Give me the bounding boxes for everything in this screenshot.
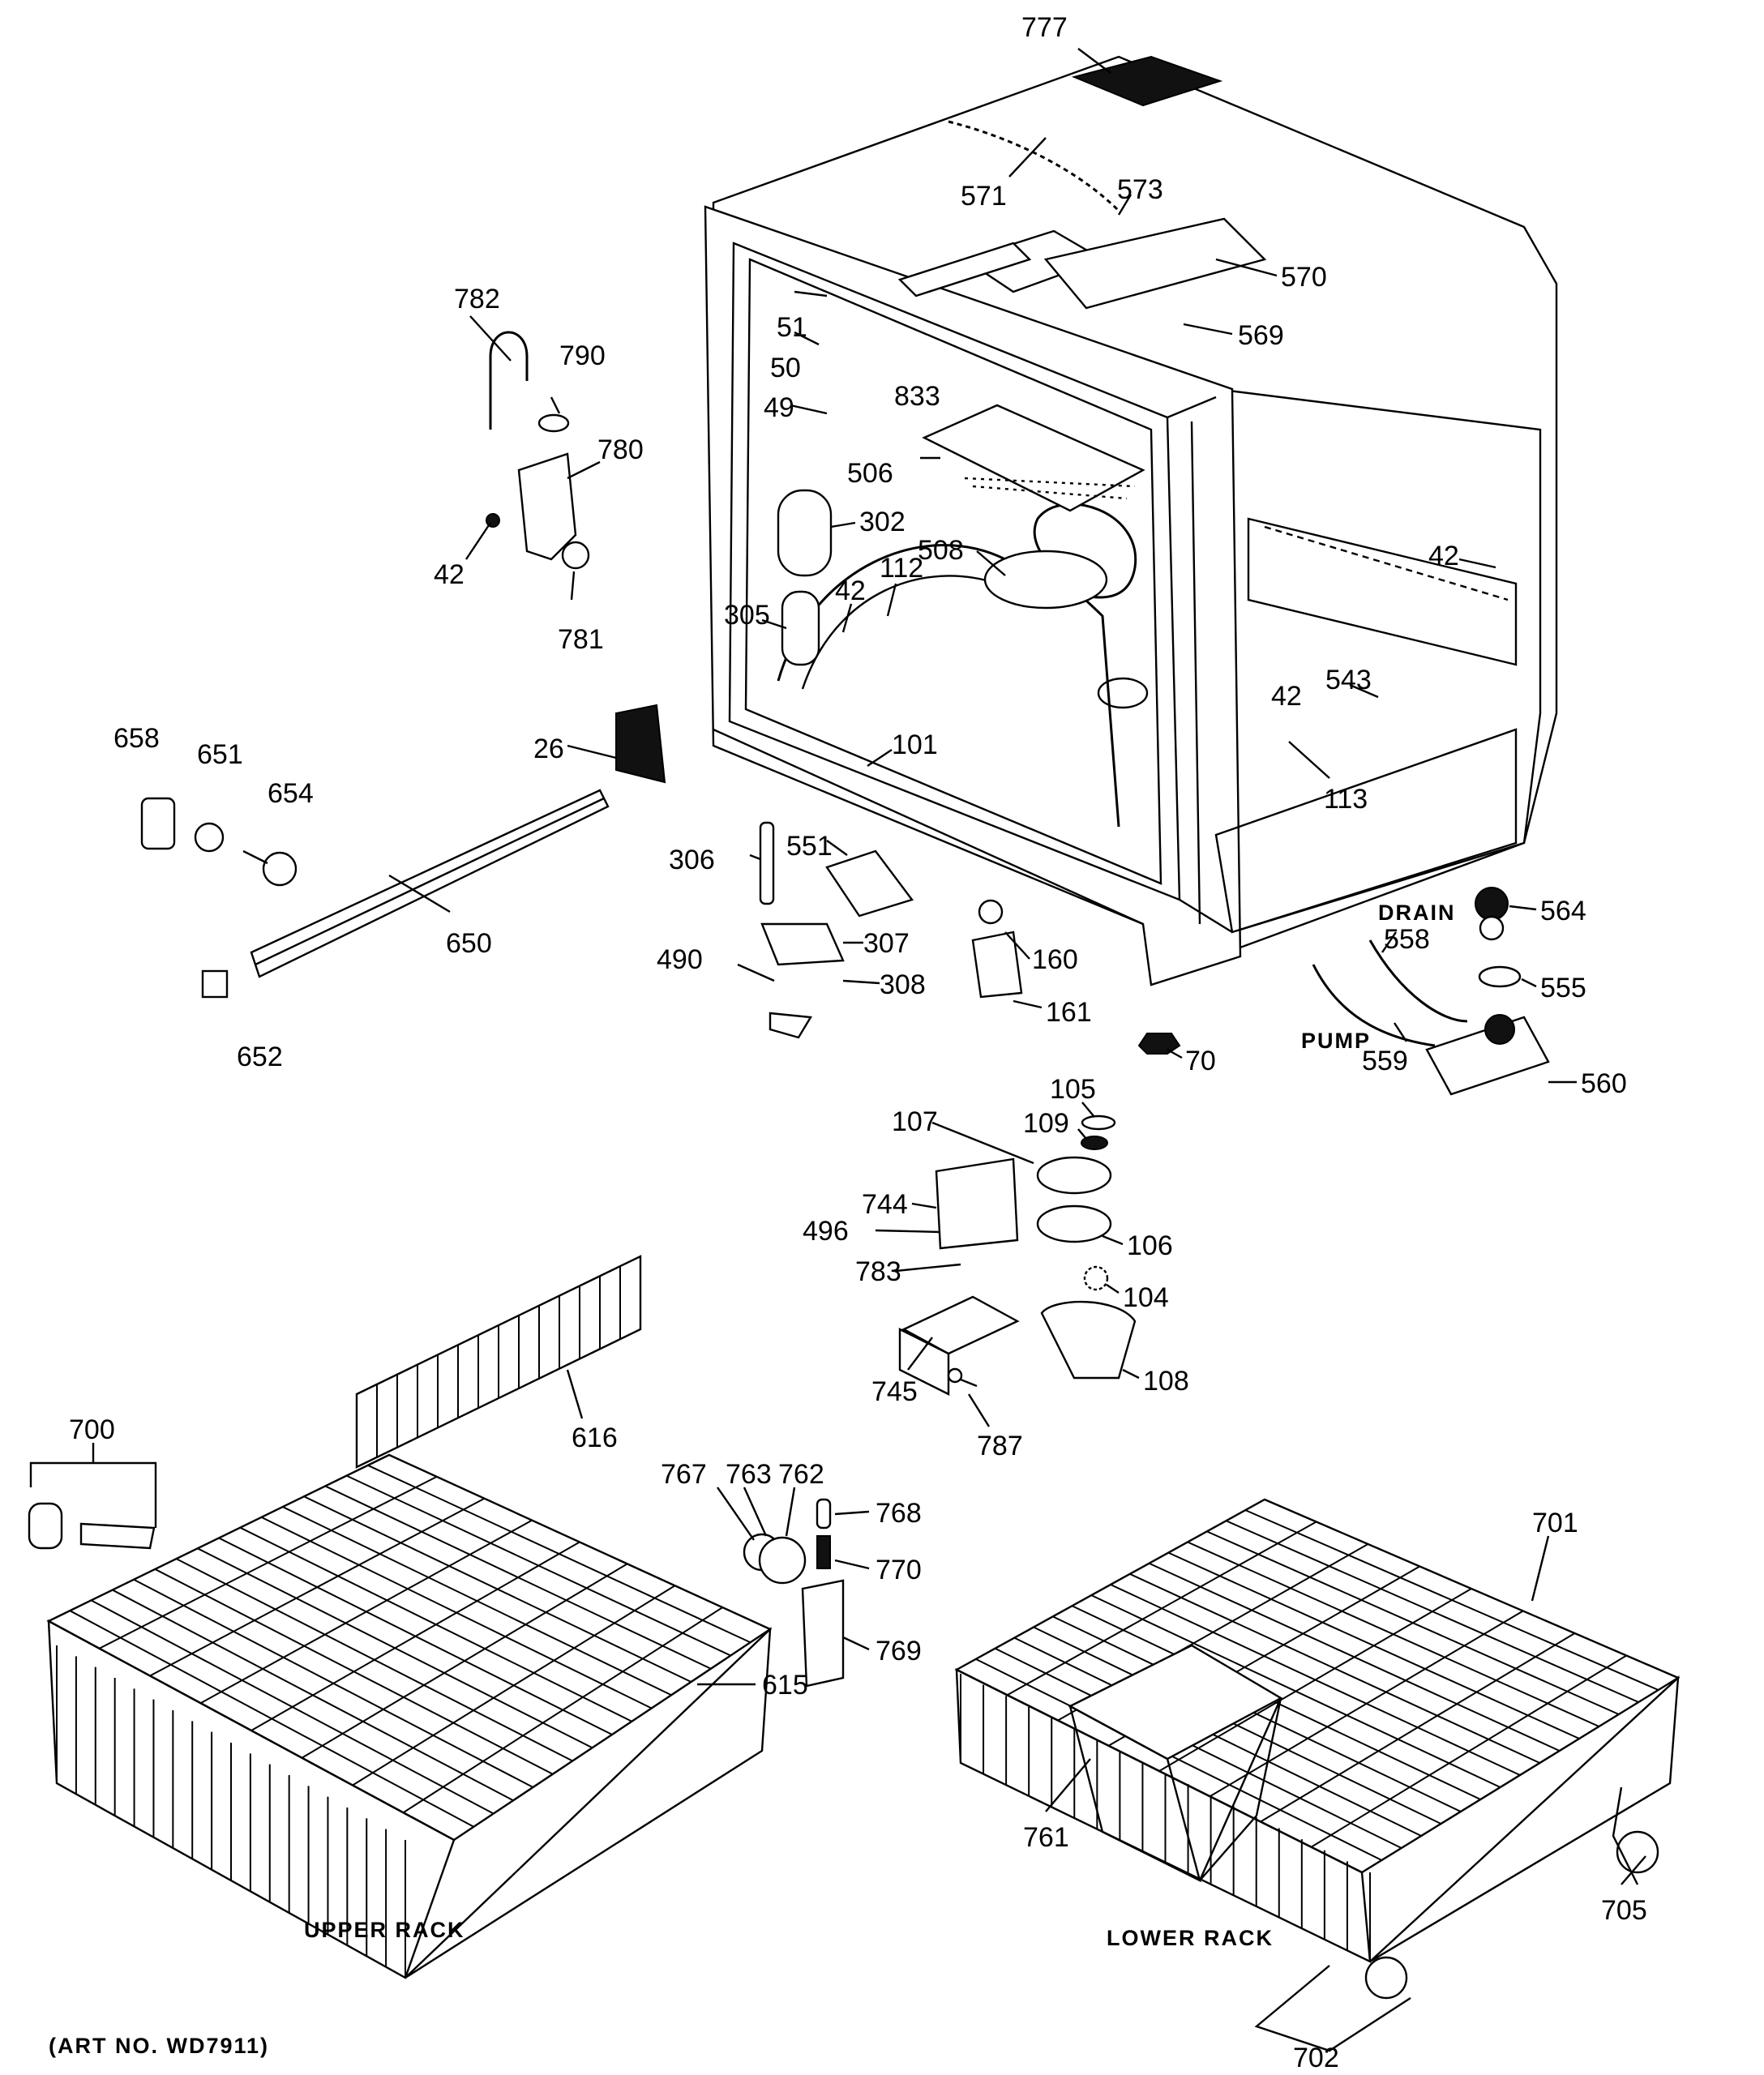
label-615: 615 (762, 1670, 808, 1701)
label-306: 306 (669, 845, 715, 875)
label-558: 558 (1384, 924, 1430, 955)
rack-wire (200, 1519, 533, 1705)
label-787: 787 (977, 1431, 1023, 1461)
label-767: 767 (661, 1459, 707, 1490)
label-700: 700 (69, 1414, 115, 1445)
label-42-a: 42 (434, 559, 465, 590)
label-702: 702 (1293, 2043, 1339, 2073)
label-508: 508 (918, 535, 964, 566)
label-50: 50 (770, 353, 801, 383)
label-107: 107 (892, 1106, 938, 1137)
upper-rack-615 (46, 1453, 773, 1979)
rack-wire (352, 1585, 676, 1786)
label-652: 652 (237, 1042, 283, 1072)
tub-assembly (704, 55, 1558, 986)
label-780: 780 (597, 434, 644, 465)
label-113: 113 (1324, 784, 1368, 815)
rack-wire (301, 1563, 628, 1759)
label-770: 770 (876, 1555, 922, 1585)
label-26: 26 (533, 734, 564, 764)
label-42-c: 42 (1428, 541, 1459, 571)
label-833: 833 (894, 381, 940, 412)
label-616: 616 (572, 1423, 618, 1453)
label-101: 101 (892, 729, 938, 760)
label-744: 744 (862, 1189, 908, 1220)
label-307: 307 (863, 928, 910, 959)
label-761: 761 (1023, 1822, 1069, 1853)
label-551: 551 (786, 831, 833, 862)
pump-label: PUMP (1301, 1029, 1371, 1053)
label-555: 555 (1540, 973, 1586, 1003)
label-70: 70 (1185, 1046, 1216, 1076)
label-104: 104 (1123, 1282, 1169, 1313)
label-49: 49 (764, 392, 794, 423)
label-763: 763 (726, 1459, 772, 1490)
rack-wire (1310, 1654, 1627, 1848)
rack-wire (402, 1607, 723, 1814)
label-651: 651 (197, 739, 243, 770)
label-302: 302 (859, 507, 906, 537)
label-701: 701 (1532, 1508, 1578, 1538)
label-506: 506 (847, 458, 893, 489)
rack-wire (1158, 1588, 1472, 1772)
label-42-b: 42 (835, 575, 866, 606)
label-160: 160 (1032, 944, 1078, 975)
rack-wire (1209, 1610, 1524, 1798)
label-658: 658 (113, 723, 160, 754)
label-768: 768 (876, 1498, 922, 1529)
label-783: 783 (855, 1256, 901, 1287)
label-573: 573 (1117, 174, 1163, 205)
label-790: 790 (559, 340, 606, 371)
label-51: 51 (777, 312, 807, 343)
rack-wire (149, 1497, 485, 1677)
label-496: 496 (803, 1216, 849, 1247)
label-769: 769 (876, 1636, 922, 1666)
lower-rack-701 (954, 1498, 1681, 1964)
label-305: 305 (724, 600, 770, 631)
label-782: 782 (454, 284, 500, 314)
label-705: 705 (1601, 1895, 1647, 1926)
label-109: 109 (1023, 1108, 1069, 1139)
label-650: 650 (446, 928, 492, 959)
label-559: 559 (1362, 1046, 1408, 1076)
label-570: 570 (1281, 262, 1327, 293)
label-569: 569 (1238, 320, 1284, 351)
label-308: 308 (880, 969, 926, 1000)
label-781: 781 (558, 624, 604, 655)
label-105: 105 (1050, 1074, 1096, 1105)
part-labels: 777 571 573 570 569 782 790 780 42 781 5… (49, 12, 1647, 2073)
label-745: 745 (871, 1376, 918, 1407)
art-number: (ART NO. WD7911) (49, 2034, 269, 2058)
label-490: 490 (657, 944, 703, 975)
label-654: 654 (268, 778, 314, 809)
lower-rack-label: LOWER RACK (1107, 1926, 1274, 1950)
label-543: 543 (1325, 665, 1372, 695)
upper-rack-label: UPPER RACK (304, 1918, 465, 1942)
rack-wire (99, 1475, 438, 1649)
label-762: 762 (778, 1459, 824, 1490)
label-161: 161 (1046, 997, 1092, 1028)
rack-wire (1007, 1521, 1317, 1696)
label-571: 571 (961, 181, 1007, 212)
rack-616-divider (355, 1255, 642, 1469)
label-560: 560 (1581, 1068, 1627, 1099)
rack-wire (250, 1541, 580, 1731)
label-112: 112 (880, 553, 923, 584)
label-777: 777 (1021, 12, 1068, 43)
label-108: 108 (1143, 1366, 1189, 1397)
leader-lines (29, 48, 1646, 2052)
drain-label: DRAIN (1378, 901, 1456, 925)
label-564: 564 (1540, 896, 1586, 926)
label-42-d: 42 (1271, 681, 1302, 712)
label-106: 106 (1127, 1230, 1173, 1261)
rack-wire (1260, 1632, 1576, 1823)
small-parts (28, 331, 1659, 2000)
